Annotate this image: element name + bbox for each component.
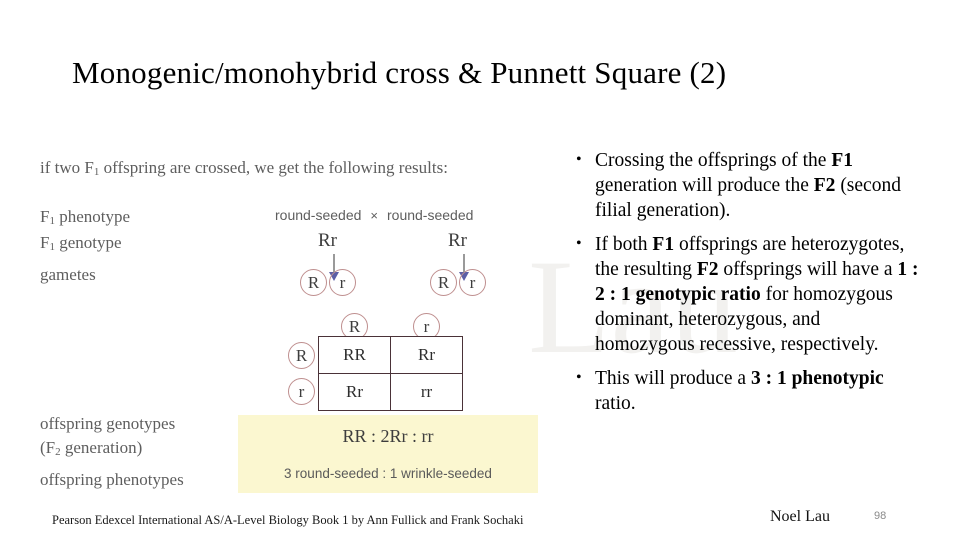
label-f2-generation-pre: (F: [40, 438, 56, 457]
genotype-ratio-text: RR : 2Rr : rr: [342, 426, 434, 446]
label-f1-phenotype: F1 phenotype: [40, 207, 130, 227]
gamete-circle-right-1: R: [430, 269, 457, 296]
results-highlight-band: RR : 2Rr : rr 3 round-seeded : 1 wrinkle…: [238, 415, 538, 493]
bullet-list: Crossing the offsprings of the F1 genera…: [572, 147, 922, 425]
punnett-cell-0-0: RR: [318, 336, 391, 374]
table-row: Rr rr: [318, 373, 463, 411]
label-f1-phenotype-sub: 1: [49, 215, 55, 227]
label-offspring-genotypes: offspring genotypes: [40, 414, 176, 433]
label-f1-phenotype-pre: F: [40, 207, 50, 226]
label-f2-generation: (F2 generation): [40, 438, 142, 458]
label-f1-genotype-post: genotype: [54, 233, 122, 252]
punnett-row-header-1: R: [288, 342, 315, 369]
gamete-circle-left-1: R: [300, 269, 327, 296]
punnett-square-table: RR Rr Rr rr: [318, 336, 463, 411]
page-title: Monogenic/monohybrid cross & Punnett Squ…: [72, 55, 727, 90]
parent-phenotype-left: round-seeded: [275, 207, 362, 223]
punnett-cell-0-1: Rr: [390, 336, 463, 374]
lead-text-sub: 1: [93, 166, 100, 178]
table-row: RR Rr: [318, 336, 463, 374]
label-f2-generation-sub: 2: [55, 446, 61, 458]
cross-symbol-icon: ×: [370, 208, 378, 223]
gamete-circle-left-2: r: [329, 269, 356, 296]
label-f1-phenotype-post: phenotype: [54, 207, 131, 226]
label-f2-generation-post: generation): [60, 438, 143, 457]
list-item: If both F1 offsprings are heterozygotes,…: [572, 231, 922, 357]
list-item: This will produce a 3 : 1 phenotypic rat…: [572, 365, 922, 416]
phenotype-ratio-text: 3 round-seeded : 1 wrinkle-seeded: [284, 466, 492, 481]
lead-text-b: offspring are crossed, we get the follow…: [99, 158, 448, 177]
punnett-row-header-2: r: [288, 378, 315, 405]
parent-phenotype-row: round-seeded × round-seeded: [275, 207, 473, 223]
parent-genotype-left: Rr: [318, 230, 337, 251]
lead-text-a: if two F: [40, 158, 94, 177]
punnett-figure: if two F1 offspring are crossed, we get …: [0, 150, 560, 500]
label-f1-genotype: F1 genotype: [40, 233, 122, 253]
label-offspring-phenotypes: offspring phenotypes: [40, 470, 184, 489]
list-item: Crossing the offsprings of the F1 genera…: [572, 147, 922, 223]
page-number: 98: [874, 510, 887, 522]
label-f1-genotype-pre: F: [40, 233, 50, 252]
author-name: Noel Lau: [770, 508, 830, 525]
label-gametes: gametes: [40, 265, 96, 284]
source-credit: Pearson Edexcel International AS/A-Level…: [52, 513, 524, 527]
parent-phenotype-right: round-seeded: [387, 207, 474, 223]
punnett-cell-1-0: Rr: [318, 373, 391, 411]
gamete-circle-right-2: r: [459, 269, 486, 296]
figure-lead-text: if two F1 offspring are crossed, we get …: [40, 158, 448, 178]
parent-genotype-right: Rr: [448, 230, 467, 251]
label-f1-genotype-sub: 1: [49, 241, 55, 253]
punnett-cell-1-1: rr: [390, 373, 463, 411]
